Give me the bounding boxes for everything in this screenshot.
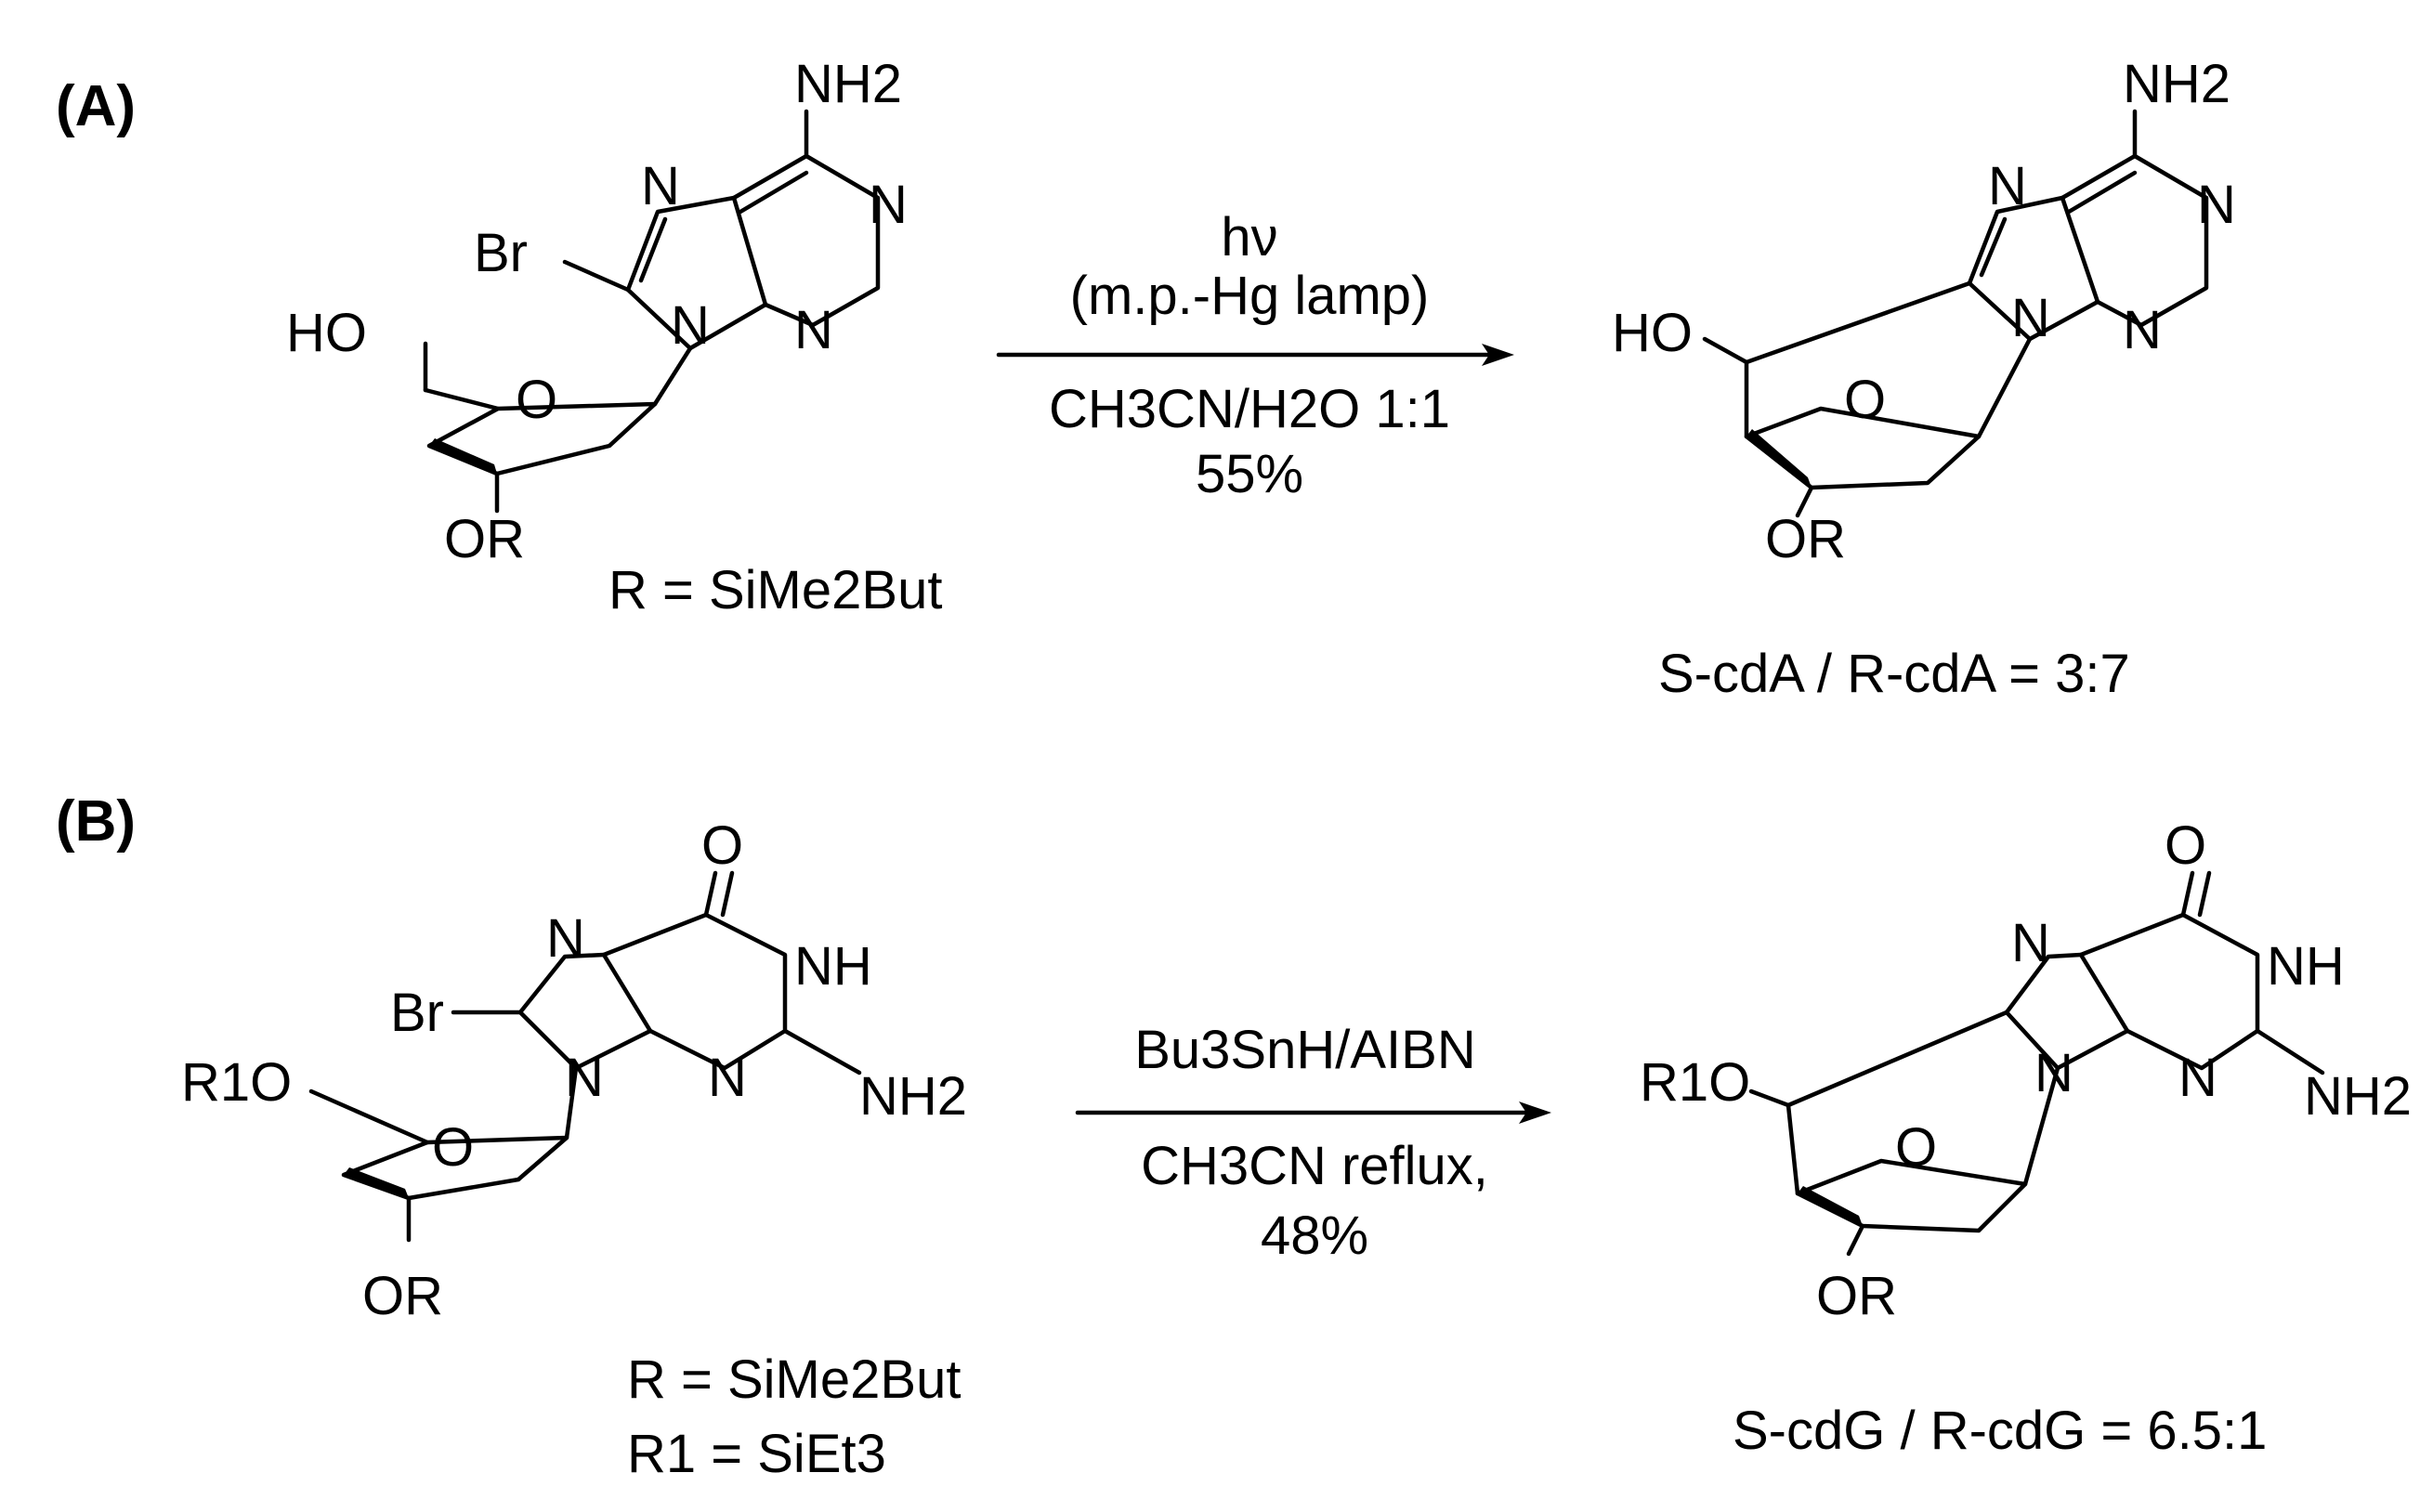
reactant-a-n1: N xyxy=(869,175,908,235)
reactant-a-n9: N xyxy=(671,295,710,356)
product-a-nh2: NH2 xyxy=(2123,54,2230,114)
product-b-ring-o: O xyxy=(1895,1117,1937,1178)
reaction-arrow-b-head xyxy=(1519,1101,1551,1124)
product-b-n3: N xyxy=(2178,1048,2217,1108)
panel-a-label: (A) xyxy=(56,74,136,138)
reactant-b-nh2: NH2 xyxy=(859,1066,967,1127)
product-b-structure xyxy=(1748,870,2325,1257)
reactant-a-or: OR xyxy=(444,509,525,569)
product-a-n9: N xyxy=(2011,288,2050,348)
reactant-a-ring-o: O xyxy=(516,370,557,430)
product-b-n7: N xyxy=(2011,913,2050,973)
conditions-a-line2: (m.p.-Hg lamp) xyxy=(1070,266,1430,326)
product-a-n1: N xyxy=(2197,175,2236,235)
reactant-b-ring-o: O xyxy=(432,1117,474,1178)
reactant-b-nh: NH xyxy=(794,936,872,997)
conditions-a-line1: hν xyxy=(1221,207,1277,267)
panel-b-label: (B) xyxy=(56,789,136,854)
product-a-ring-o: O xyxy=(1844,370,1886,430)
product-b-r1o: R1O xyxy=(1640,1052,1750,1113)
reactant-b-r1o: R1O xyxy=(181,1052,292,1113)
product-a-structure xyxy=(1702,109,2209,518)
reactant-b-n9: N xyxy=(565,1048,604,1108)
product-a-n7: N xyxy=(1988,156,2027,216)
product-b-nh: NH xyxy=(2267,936,2345,997)
reactant-a-br: Br xyxy=(474,223,528,283)
product-a-ratio: S-cdA / R-cdA = 3:7 xyxy=(1658,644,2130,704)
reactant-b-n7: N xyxy=(546,908,585,969)
product-b-nh2: NH2 xyxy=(2304,1066,2412,1127)
reaction-arrow-a-head xyxy=(1482,344,1514,366)
product-b-carbonyl-o: O xyxy=(2165,815,2206,876)
reactant-b-n3: N xyxy=(708,1048,747,1108)
product-b-or: OR xyxy=(1816,1266,1897,1326)
reactant-b-structure xyxy=(308,870,862,1243)
reactant-b-r-definition: R = SiMe2But xyxy=(627,1349,961,1410)
conditions-b-line2: CH3CN reflux, xyxy=(1141,1136,1488,1196)
reactant-b-br: Br xyxy=(390,983,444,1043)
reactant-a-n3: N xyxy=(794,300,833,360)
product-a-n3: N xyxy=(2123,300,2162,360)
product-a-ho: HO xyxy=(1612,303,1693,363)
reactant-b-or: OR xyxy=(362,1266,443,1326)
product-a-or: OR xyxy=(1765,509,1846,569)
reactant-b-carbonyl-o: O xyxy=(701,815,743,876)
reactant-b-r1-definition: R1 = SiEt3 xyxy=(627,1424,886,1484)
reactant-a-r-definition: R = SiMe2But xyxy=(608,560,942,620)
reactant-a-structure xyxy=(423,109,881,514)
conditions-b-yield: 48% xyxy=(1261,1206,1368,1266)
conditions-b-line1: Bu3SnH/AIBN xyxy=(1134,1020,1476,1080)
reactant-a-ho: HO xyxy=(286,303,367,363)
conditions-a-yield: 55% xyxy=(1196,444,1303,504)
product-b-ratio: S-cdG / R-cdG = 6.5:1 xyxy=(1733,1401,2267,1461)
reactant-a-nh2: NH2 xyxy=(794,54,902,114)
conditions-a-line3: CH3CN/H2O 1:1 xyxy=(1049,379,1450,439)
reactant-a-n7: N xyxy=(641,156,680,216)
product-b-n9: N xyxy=(2034,1043,2073,1103)
